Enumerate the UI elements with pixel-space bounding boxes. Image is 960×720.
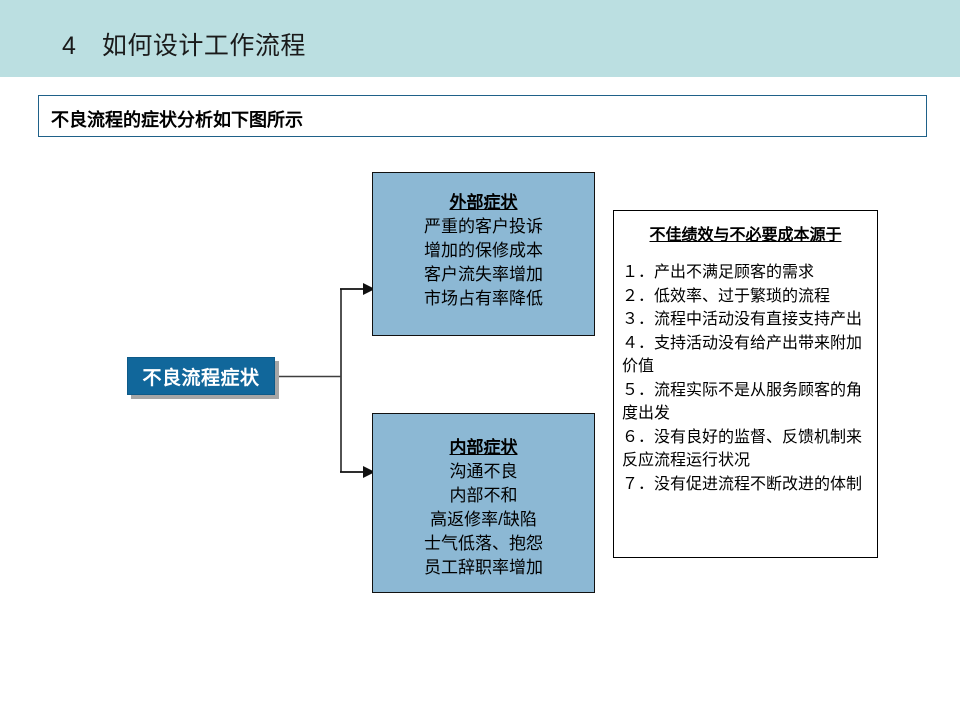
internal-symptom-line: 内部不和 bbox=[449, 486, 518, 505]
causes-panel: 不佳绩效与不必要成本源于 １．产出不满足顾客的需求 ２．低效率、过于繁琐的流程 … bbox=[613, 210, 878, 558]
external-symptoms-title: 外部症状 bbox=[449, 193, 518, 212]
internal-symptom-line: 士气低落、抱怨 bbox=[424, 534, 543, 553]
internal-symptoms-title: 内部症状 bbox=[449, 438, 518, 457]
subtitle-text: 不良流程的症状分析如下图所示 bbox=[51, 110, 303, 130]
external-symptom-line: 客户流失率增加 bbox=[424, 265, 543, 284]
external-symptom-line: 严重的客户投诉 bbox=[424, 217, 543, 236]
cause-item: １．产出不满足顾客的需求 bbox=[622, 264, 815, 281]
cause-item: ７．没有促进流程不断改进的体制 bbox=[622, 475, 863, 493]
cause-item: ５．流程实际不是从服务顾客的角度出发 bbox=[622, 381, 863, 423]
root-node-box[interactable]: 不良流程症状 bbox=[127, 357, 275, 395]
cause-item: ２．低效率、过于繁琐的流程 bbox=[622, 287, 831, 305]
root-node-label: 不良流程症状 bbox=[142, 367, 260, 389]
internal-symptom-line: 高返修率/缺陷 bbox=[430, 510, 537, 529]
external-symptom-line: 增加的保修成本 bbox=[424, 241, 543, 260]
internal-symptom-line: 员工辞职率增加 bbox=[424, 558, 543, 577]
external-symptom-line: 市场占有率降低 bbox=[424, 289, 543, 308]
internal-symptom-line: 沟通不良 bbox=[449, 462, 518, 481]
header-band bbox=[0, 0, 960, 77]
internal-symptoms-box[interactable]: 内部症状 沟通不良 内部不和 高返修率/缺陷 士气低落、抱怨 员工辞职率增加 bbox=[372, 413, 595, 593]
external-symptoms-lines: 严重的客户投诉 增加的保修成本 客户流失率增加 市场占有率降低 bbox=[373, 215, 594, 311]
causes-list: １．产出不满足顾客的需求 ２．低效率、过于繁琐的流程 ３．流程中活动没有直接支持… bbox=[614, 261, 877, 496]
external-symptoms-box[interactable]: 外部症状 严重的客户投诉 增加的保修成本 客户流失率增加 市场占有率降低 bbox=[372, 172, 595, 336]
cause-item: ３．流程中活动没有直接支持产出 bbox=[622, 311, 863, 328]
subtitle-box: 不良流程的症状分析如下图所示 bbox=[38, 95, 927, 137]
internal-symptoms-lines: 沟通不良 内部不和 高返修率/缺陷 士气低落、抱怨 员工辞职率增加 bbox=[373, 460, 594, 580]
page-title: 4 如何设计工作流程 bbox=[62, 32, 306, 60]
causes-panel-title: 不佳绩效与不必要成本源于 bbox=[649, 227, 842, 244]
cause-item: ６．没有良好的监督、反馈机制来反应流程运行状况 bbox=[622, 428, 863, 470]
cause-item: ４．支持活动没有给产出带来附加价值 bbox=[622, 334, 863, 376]
